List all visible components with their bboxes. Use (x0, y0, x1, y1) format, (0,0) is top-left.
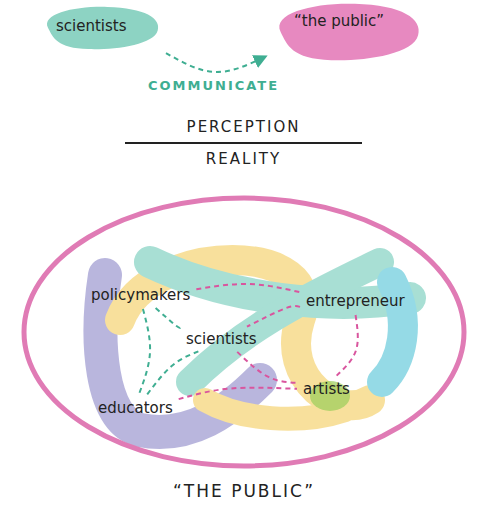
dashed-connector (337, 315, 358, 376)
group-heading: “THE PUBLIC” (18, 482, 470, 500)
group-shape: “THE PUBLIC” policymakers entrepreneur scie… (18, 192, 470, 522)
role-node: artists (300, 378, 353, 400)
dashed-connector (196, 284, 300, 292)
teal-blob (190, 262, 380, 382)
section-label: PERCEPTION (0, 118, 487, 136)
connectors (139, 53, 358, 399)
node-label: artists (303, 380, 350, 398)
role-node: educators (95, 397, 176, 419)
dashed-connector (147, 351, 198, 394)
group-shape: “the public” (268, 0, 426, 64)
role-node: policymakers (88, 284, 193, 306)
node-label: scientists (38, 17, 164, 35)
divider-line (125, 142, 362, 144)
node-label: entrepreneur (306, 292, 405, 310)
role-node: entrepreneur (303, 290, 408, 312)
connector-label: COMMUNICATE (148, 78, 279, 93)
dashed-connector (237, 352, 297, 383)
group-shape: scientists (38, 4, 164, 52)
dashed-connector (247, 306, 300, 327)
dashed-connector (156, 308, 181, 328)
section-label: REALITY (0, 150, 487, 168)
dashed-connector (179, 388, 297, 399)
dashed-connector (166, 53, 265, 72)
node-label: “the public” (268, 12, 426, 30)
node-label: educators (98, 399, 173, 417)
node-label: scientists (186, 330, 257, 348)
dashed-connector (139, 309, 150, 394)
blob-outline (268, 0, 426, 64)
public-ellipse (24, 198, 464, 466)
node-label: policymakers (91, 286, 190, 304)
role-node: scientists (183, 328, 260, 350)
